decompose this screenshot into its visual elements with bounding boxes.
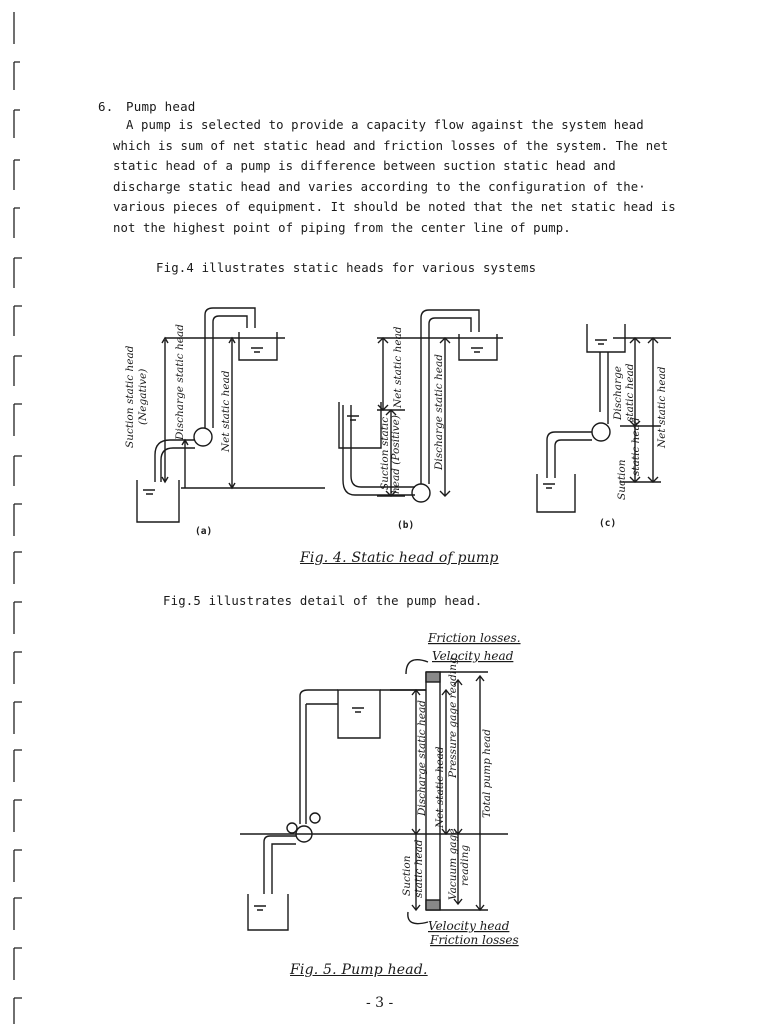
section-heading: 6. Pump head [98,99,196,114]
fig5-vacuum-gage: Vacuum gage [447,829,459,901]
fig4b-suction-note: head (Positive) [390,415,402,494]
paragraph-line: various pieces of equipment. It should b… [113,200,676,215]
body-paragraph: A pump is selected to provide a capacity… [113,115,676,239]
fig4-intro: Fig.4 illustrates static heads for vario… [156,261,537,275]
figure-5: Friction losses. Velocity head Velocity … [240,628,550,956]
fig4a-net-label: Net static head [220,370,232,453]
fig5-friction-top: Friction losses. [427,631,521,645]
fig5-velocity-bottom: Velocity head [428,919,510,933]
paragraph-line: which is sum of net static head and fric… [113,138,669,153]
fig5-suction-static2: static head [413,839,425,898]
paragraph-line: not the highest point of piping from the… [113,220,571,235]
fig5-suction-static: Suction [401,855,413,896]
fig4c-suction-label2: static head [630,417,642,476]
paragraph-line: discharge static head and varies accordi… [113,179,646,194]
fig5-net-static: Net static head [434,746,446,829]
fig5-pressure-gage: Pressure gage reading [447,657,459,779]
fig4b-net-label: Net static head [392,326,404,409]
fig5-friction-bottom: Friction losses [429,933,519,947]
page-number: - 3 - [366,995,394,1011]
fig5-caption: Fig. 5. Pump head. [290,962,428,978]
fig5-intro: Fig.5 illustrates detail of the pump hea… [163,594,483,608]
fig4-panel-a-id: (a) [195,526,212,537]
figure-4: Suction static head (Negative) Discharge… [115,300,685,540]
paragraph-line: A pump is selected to provide a capacity… [126,118,644,132]
binding-margin [13,12,22,1024]
fig4c-discharge-label: Discharge [612,366,624,421]
section-number: 6. [98,99,114,114]
fig4b-suction-label: Suction static [379,417,391,490]
fig4-panel-c-id: (c) [599,518,616,529]
fig5-vacuum-gage2: reading [459,845,471,886]
fig4-panel-b-id: (b) [397,520,414,531]
fig4c-suction-label: Suction [616,459,628,500]
fig4-caption: Fig. 4. Static head of pump [300,550,499,566]
section-title: Pump head [126,99,196,114]
fig5-total-head: Total pump head [481,729,493,818]
fig4a-suction-note: (Negative) [137,369,149,425]
fig5-velocity-top: Velocity head [432,649,514,663]
fig4c-discharge-label2: static head [624,363,636,422]
fig4-diagram: Suction static head (Negative) Discharge… [124,307,671,537]
fig4a-discharge-label: Discharge static head [174,324,186,441]
fig4a-suction-label: Suction static head [124,345,136,448]
fig5-discharge-static: Discharge static head [416,700,428,817]
fig4b-discharge-label: Discharge static head [433,354,445,471]
paragraph-line: static head of a pump is difference betw… [113,159,616,174]
fig5-diagram: Friction losses. Velocity head Velocity … [240,631,521,947]
fig4c-net-label: Net static head [656,366,668,449]
